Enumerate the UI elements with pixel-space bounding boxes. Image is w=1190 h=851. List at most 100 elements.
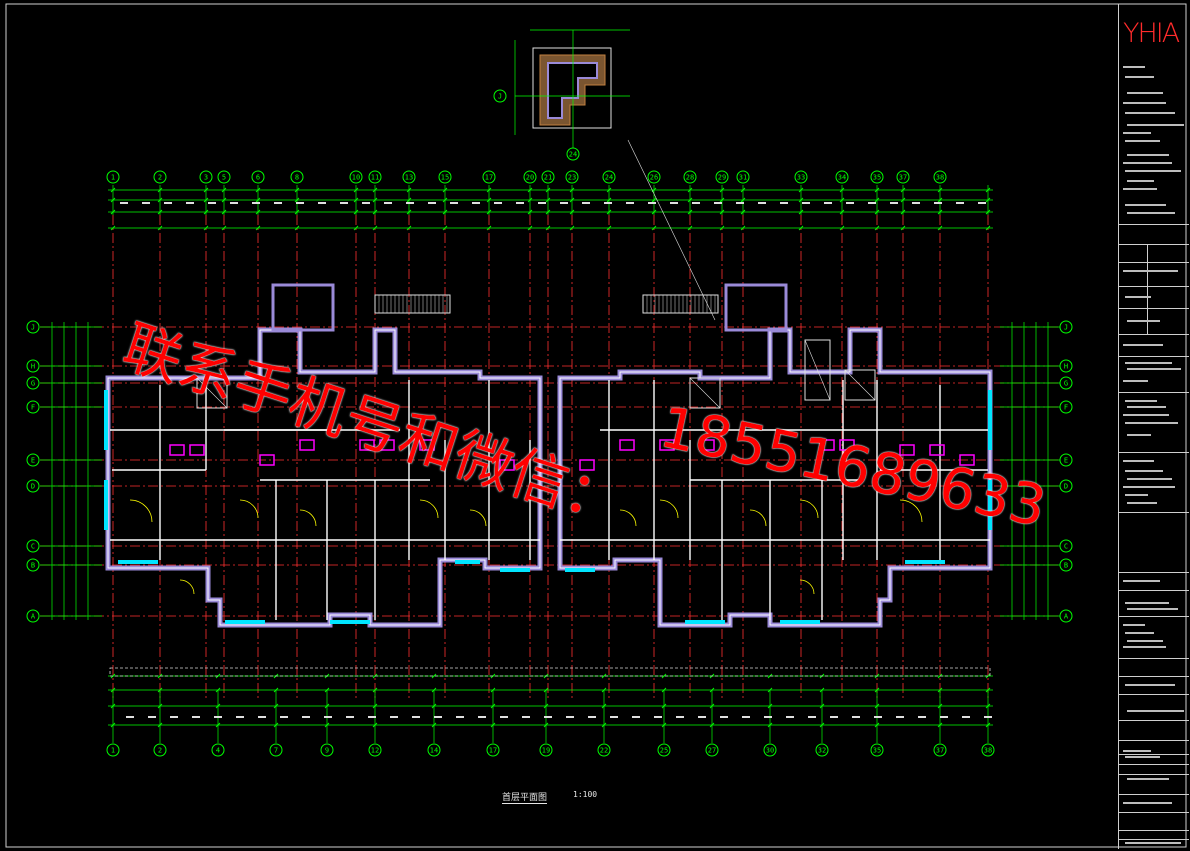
title-block-note: [1125, 296, 1151, 298]
dimension-text: [676, 716, 684, 718]
dimension-tick: [486, 197, 492, 203]
dimension-tick: [255, 197, 261, 203]
door-swing: [469, 509, 487, 527]
title-block-divider: [1119, 616, 1189, 617]
title-block-note: [1125, 140, 1160, 142]
axis-bubble-circle: [1059, 400, 1073, 414]
dimension-text: [852, 716, 860, 718]
title-block-note: [1125, 76, 1154, 78]
axis-bubble-label: 29: [718, 174, 726, 182]
axis-bubble-circle: [251, 170, 265, 184]
dimension-tick: [110, 703, 116, 709]
axis-bubble-label: 35: [873, 747, 881, 755]
dimension-tick: [255, 225, 261, 231]
dimension-tick: [819, 722, 825, 728]
dimension-tick: [110, 687, 116, 693]
dimension-tick: [606, 225, 612, 231]
fixture: [259, 454, 275, 466]
dimension-text: [538, 202, 546, 204]
axis-bubble-bottom: 22: [597, 743, 611, 757]
dimension-tick: [324, 687, 330, 693]
dimension-tick: [661, 703, 667, 709]
axis-bubble-label: A: [1064, 613, 1069, 621]
dimension-tick: [719, 187, 725, 193]
dimension-tick: [442, 187, 448, 193]
axis-bubble-circle: [794, 170, 808, 184]
axis-bubble-label: J: [1064, 324, 1068, 332]
axis-bubble-label: 38: [936, 174, 944, 182]
dimension-tick: [651, 209, 657, 215]
axis-bubble-circle: [320, 743, 334, 757]
axis-bubble-bottom: 38: [981, 743, 995, 757]
title-block-divider: [1119, 244, 1189, 245]
ground-line: [109, 667, 991, 677]
dimension-tick: [606, 197, 612, 203]
dimension-tick: [687, 209, 693, 215]
dimension-tick: [569, 209, 575, 215]
axis-bubble-top: 29: [715, 170, 729, 184]
axis-bubble-label: E: [31, 457, 35, 465]
axis-bubble-circle: [597, 743, 611, 757]
axis-bubble-circle: [933, 743, 947, 757]
dimension-tick: [490, 687, 496, 693]
axis-bubble-bottom: 30: [763, 743, 777, 757]
dimension-text: [296, 202, 304, 204]
axis-bubble-top: 24: [602, 170, 616, 184]
dimension-tick: [874, 187, 880, 193]
axis-bubble-label: 28: [686, 174, 694, 182]
axis-bubble-left: F: [26, 400, 40, 414]
title-block-note: [1127, 478, 1172, 480]
axis-bubble-circle: [26, 320, 40, 334]
dimension-text: [412, 716, 420, 718]
dimension-tick: [221, 197, 227, 203]
title-block-note: [1123, 66, 1145, 68]
axis-bubble-top: 13: [402, 170, 416, 184]
door-swing: [299, 509, 317, 527]
title-block-divider: [1119, 830, 1189, 831]
dimension-tick: [442, 225, 448, 231]
dimension-tick: [937, 703, 943, 709]
axis-bubble-right: C: [1059, 539, 1073, 553]
axis-bubble-right: E: [1059, 453, 1073, 467]
dimension-tick: [839, 187, 845, 193]
title-block-divider: [1119, 334, 1189, 335]
dimension-text: [758, 202, 766, 204]
axis-bubble-circle: [26, 400, 40, 414]
plan-scale: 1:100: [573, 790, 598, 799]
dimension-tick: [606, 209, 612, 215]
axis-bubble-bottom: 37: [933, 743, 947, 757]
axis-bubble-top: 10: [349, 170, 363, 184]
dimension-tick: [545, 187, 551, 193]
dimension-tick: [839, 225, 845, 231]
dimension-text: [318, 202, 326, 204]
dimension-text: [302, 716, 310, 718]
dimension-tick: [900, 225, 906, 231]
door-swing: [239, 499, 259, 519]
building-outline: [104, 139, 993, 677]
title-block-divider: [1119, 658, 1189, 659]
axis-bubble-label: F: [31, 404, 35, 412]
axis-bubble-bottom: 4: [211, 743, 225, 757]
title-block-note: [1127, 434, 1151, 436]
dimension-text: [962, 716, 970, 718]
dimension-text: [764, 716, 772, 718]
axis-bubble-bottom: 1: [106, 743, 120, 757]
title-block-divider: [1119, 676, 1189, 677]
dimension-tick: [406, 225, 412, 231]
dimension-text: [588, 716, 596, 718]
building-wing-right-inner: [559, 329, 991, 626]
dimension-tick: [985, 187, 991, 193]
axis-bubble-circle: [153, 170, 167, 184]
door-swing: [179, 579, 195, 595]
title-block-divider: [1119, 224, 1189, 225]
axis-bubble-label: 35: [873, 174, 881, 182]
dimension-tick: [709, 687, 715, 693]
dimension-text: [978, 202, 986, 204]
axis-bubble-label: 24: [569, 151, 577, 159]
dimension-tick: [406, 197, 412, 203]
title-block-note: [1123, 102, 1166, 104]
dimension-tick: [985, 197, 991, 203]
dimension-tick: [221, 187, 227, 193]
axis-bubble-circle: [349, 170, 363, 184]
